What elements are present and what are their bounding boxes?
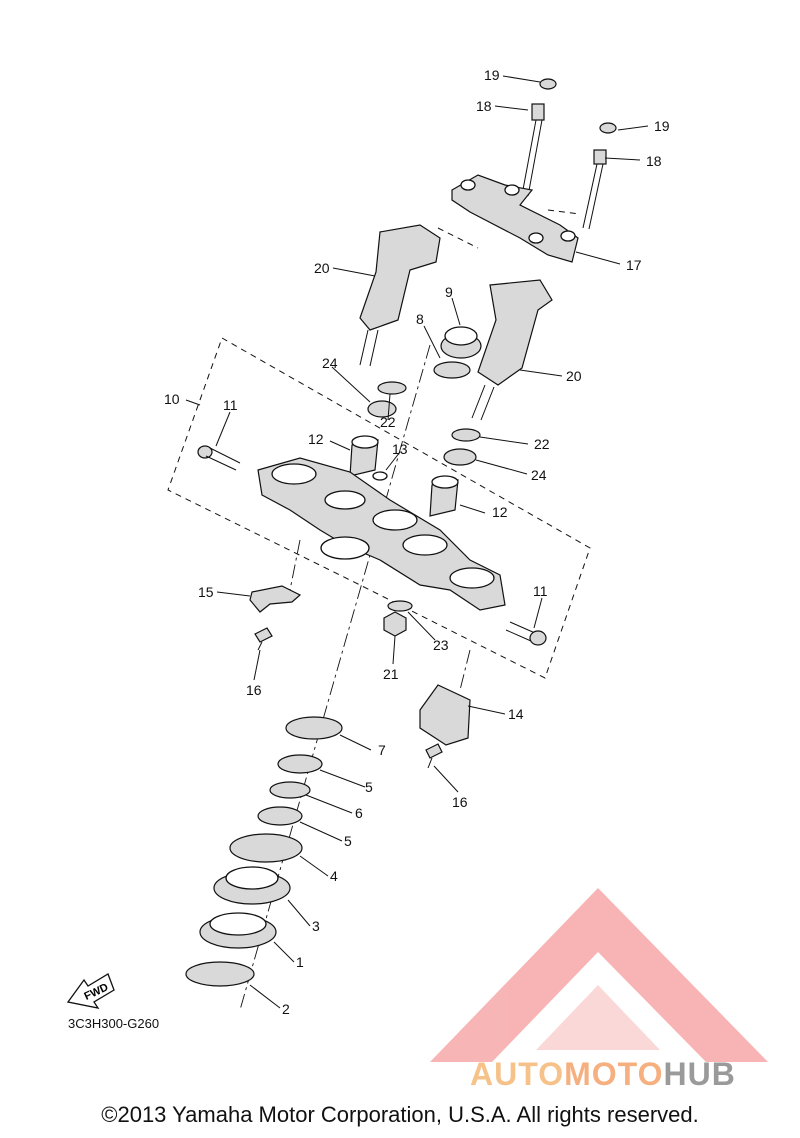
bearing-3	[213, 866, 291, 905]
watermark-text: AUTOMOTOHUB	[470, 1056, 736, 1093]
bolt-18-left	[521, 103, 545, 197]
assembly-boundary	[167, 337, 591, 679]
watermark-part-hub: HUB	[663, 1056, 736, 1092]
callout-16-right: 16	[452, 794, 468, 810]
callout-17: 17	[626, 257, 642, 273]
leader-lines	[185, 75, 649, 1009]
bolt-11-left	[197, 445, 241, 471]
callout-15: 15	[198, 584, 214, 600]
callout-12-right: 12	[492, 504, 508, 520]
washer-23	[387, 600, 413, 612]
bearing-cover-4	[229, 833, 303, 863]
washer-22-right	[451, 428, 481, 442]
damper-24-right	[443, 448, 477, 466]
callout-22-right: 22	[534, 436, 550, 452]
callout-11-right: 11	[533, 583, 548, 599]
callout-3: 3	[312, 918, 320, 934]
upper-bracket-10	[257, 457, 506, 611]
bracket-15	[249, 585, 302, 613]
bolt-16-left	[254, 627, 273, 651]
watermark-part-moto: MOTO	[564, 1056, 664, 1092]
callout-24-left: 24	[322, 355, 338, 371]
callout-8: 8	[416, 311, 424, 327]
nut-cap-9	[440, 326, 482, 359]
callout-6: 6	[355, 805, 363, 821]
callout-10: 10	[164, 391, 180, 407]
callout-18-top-left: 18	[476, 98, 492, 114]
callout-5-lower: 5	[344, 833, 352, 849]
handlebar-holder-20-right	[471, 279, 553, 421]
callout-21: 21	[383, 666, 399, 682]
callout-20-right: 20	[566, 368, 582, 384]
seal-2	[185, 961, 255, 987]
callout-5-upper: 5	[365, 779, 373, 795]
pin-13	[372, 471, 388, 481]
lock-washer-7	[285, 716, 343, 740]
bushing-12-right	[429, 475, 459, 517]
cap-19-right	[599, 122, 617, 134]
cap-19-left	[539, 78, 557, 90]
copyright-notice: ©2013 Yamaha Motor Corporation, U.S.A. A…	[101, 1102, 699, 1127]
callout-24-right: 24	[531, 467, 547, 483]
callout-23: 23	[433, 637, 449, 653]
bolt-16-right	[425, 743, 443, 769]
rubber-washer-6	[269, 781, 311, 799]
watermark-part-auto: AUTO	[470, 1056, 565, 1092]
bearing-1	[199, 912, 277, 949]
callout-14: 14	[508, 706, 524, 722]
callout-19-top-right: 19	[654, 118, 670, 134]
callout-19-top-left: 19	[484, 67, 500, 83]
callout-9: 9	[445, 284, 453, 300]
callout-1: 1	[296, 954, 304, 970]
washer-22-left	[377, 381, 407, 395]
callout-16-left: 16	[246, 682, 262, 698]
callout-11-left: 11	[223, 397, 238, 413]
bracket-14	[419, 684, 471, 746]
ring-nut-5-upper	[277, 754, 323, 774]
callout-2: 2	[282, 1001, 290, 1017]
callout-4: 4	[330, 868, 338, 884]
fwd-arrow-icon: FWD	[66, 973, 115, 1009]
callout-13: 13	[392, 441, 408, 457]
upper-holder-17	[451, 174, 579, 263]
bolt-11-right	[505, 621, 547, 646]
callout-7: 7	[378, 742, 386, 758]
bushing-12-left	[349, 435, 379, 477]
washer-8	[433, 361, 471, 379]
nut-21	[383, 611, 407, 637]
callout-20-left: 20	[314, 260, 330, 276]
bolt-18-right	[582, 149, 607, 230]
diagram-code: 3C3H300-G260	[68, 1016, 160, 1031]
ring-nut-5-lower	[257, 806, 303, 826]
handlebar-holder-20-left	[359, 224, 441, 367]
callout-12-left: 12	[308, 431, 324, 447]
callout-22-left: 22	[380, 414, 396, 430]
callout-18-top-right: 18	[646, 153, 662, 169]
watermark-logo	[430, 888, 768, 1062]
